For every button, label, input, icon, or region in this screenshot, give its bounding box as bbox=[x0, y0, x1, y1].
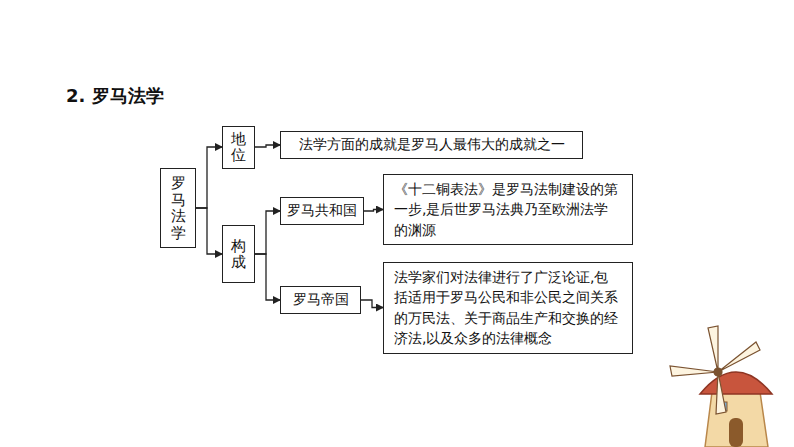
bracket-arrow bbox=[196, 208, 222, 254]
box-text: 地位 bbox=[231, 131, 246, 164]
box-text: 罗马法学 bbox=[171, 175, 186, 241]
bracket-arrow bbox=[196, 147, 222, 208]
windmill bbox=[670, 326, 772, 447]
branch-box: 地位 bbox=[222, 126, 255, 169]
box-text: 构成 bbox=[231, 238, 246, 271]
box-text: 罗马共和国 bbox=[287, 202, 357, 220]
content-box: 《十二铜表法》是罗马法制建设的第一步,是后世罗马法典乃至欧洲法学的渊源 bbox=[383, 174, 633, 245]
bracket-arrow bbox=[361, 300, 383, 308]
bracket-arrow bbox=[255, 145, 280, 147]
content-box: 法学家们对法律进行了广泛论证,包括适用于罗马公民和非公民之间关系的万民法、关于商… bbox=[383, 262, 633, 354]
bracket-arrow bbox=[255, 211, 280, 254]
slide-title: 2. 罗马法学 bbox=[66, 84, 164, 108]
box-text: 罗马帝国 bbox=[293, 291, 349, 309]
period-box: 罗马帝国 bbox=[280, 286, 361, 314]
period-box: 罗马共和国 bbox=[280, 197, 364, 225]
box-text: 《十二铜表法》是罗马法制建设的第一步,是后世罗马法典乃至欧洲法学的渊源 bbox=[394, 179, 622, 240]
box-text: 法学家们对法律进行了广泛论证,包括适用于罗马公民和非公民之间关系的万民法、关于商… bbox=[394, 267, 622, 348]
content-box: 法学方面的成就是罗马人最伟大的成就之一 bbox=[280, 131, 583, 159]
root-box: 罗马法学 bbox=[160, 168, 196, 248]
bracket-arrow bbox=[255, 254, 280, 300]
branch-box: 构成 bbox=[222, 225, 255, 283]
box-text: 法学方面的成就是罗马人最伟大的成就之一 bbox=[299, 136, 565, 154]
bracket-arrow bbox=[364, 210, 383, 212]
